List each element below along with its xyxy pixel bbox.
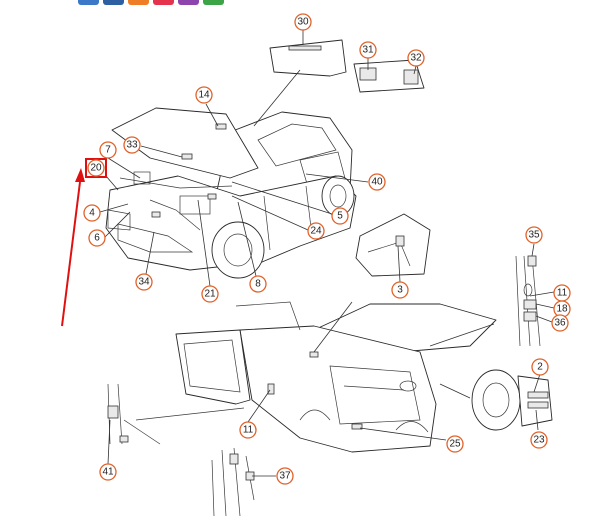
svg-text:33: 33 xyxy=(126,140,138,151)
svg-text:18: 18 xyxy=(556,304,568,315)
callout-34[interactable]: 34 xyxy=(135,273,153,291)
rear-car-drawing xyxy=(175,301,497,453)
callout-20[interactable]: 20 xyxy=(87,159,105,177)
callout-8[interactable]: 8 xyxy=(249,275,267,293)
svg-text:34: 34 xyxy=(138,277,150,288)
toolbar-swatch-red[interactable] xyxy=(153,0,174,5)
callout-30[interactable]: 30 xyxy=(294,13,312,31)
callout-32[interactable]: 32 xyxy=(407,49,425,67)
callout-5[interactable]: 5 xyxy=(331,207,349,225)
callout-14[interactable]: 14 xyxy=(195,86,213,104)
leader-lines xyxy=(99,30,555,477)
svg-text:14: 14 xyxy=(198,90,210,101)
svg-text:21: 21 xyxy=(204,289,216,300)
svg-text:37: 37 xyxy=(279,471,291,482)
lower-left-pillar-drawing xyxy=(107,383,245,445)
highlighted-callout-box xyxy=(85,158,107,178)
svg-text:35: 35 xyxy=(528,230,540,241)
svg-text:25: 25 xyxy=(449,439,461,450)
svg-text:2: 2 xyxy=(537,362,543,373)
callout-41[interactable]: 41 xyxy=(99,463,117,481)
svg-text:6: 6 xyxy=(94,233,100,244)
svg-text:30: 30 xyxy=(297,17,309,28)
door-pillar-drawing xyxy=(515,255,541,347)
callouts: 30 31 32 14 7 33 20 40 4 5 6 24 34 8 21 xyxy=(83,13,571,485)
callout-6[interactable]: 6 xyxy=(88,229,106,247)
callout-23[interactable]: 23 xyxy=(530,431,548,449)
main-car-drawing xyxy=(105,107,357,279)
toolbar-swatch-darkblue[interactable] xyxy=(103,0,124,5)
svg-text:3: 3 xyxy=(397,285,403,296)
svg-text:4: 4 xyxy=(89,208,95,219)
toolbar-swatch-blue[interactable] xyxy=(78,0,99,5)
svg-text:20: 20 xyxy=(90,163,102,174)
callout-21[interactable]: 21 xyxy=(201,285,219,303)
toolbar-swatch-green[interactable] xyxy=(203,0,224,5)
svg-text:24: 24 xyxy=(310,226,322,237)
callout-33[interactable]: 33 xyxy=(123,136,141,154)
svg-text:31: 31 xyxy=(362,45,374,56)
svg-text:5: 5 xyxy=(337,211,343,222)
callout-25[interactable]: 25 xyxy=(446,435,464,453)
callout-31[interactable]: 31 xyxy=(359,41,377,59)
svg-text:32: 32 xyxy=(410,53,422,64)
bottom-door-drawing xyxy=(211,447,255,516)
svg-text:11: 11 xyxy=(243,425,254,436)
toolbar-color-strip xyxy=(78,0,224,5)
callout-11[interactable]: 11 xyxy=(239,421,257,439)
callout-2[interactable]: 2 xyxy=(531,358,549,376)
svg-text:41: 41 xyxy=(102,467,114,478)
callout-37[interactable]: 37 xyxy=(276,467,294,485)
callout-35[interactable]: 35 xyxy=(525,226,543,244)
sun-visor-drawing xyxy=(269,39,347,77)
callout-24[interactable]: 24 xyxy=(307,222,325,240)
svg-text:8: 8 xyxy=(255,279,261,290)
callout-7[interactable]: 7 xyxy=(99,141,117,159)
svg-text:7: 7 xyxy=(105,145,111,156)
callout-4[interactable]: 4 xyxy=(83,204,101,222)
callout-40[interactable]: 40 xyxy=(368,173,386,191)
pillar-detail-drawing xyxy=(355,213,431,277)
fuel-flap-drawing xyxy=(471,369,553,431)
red-pointer-arrow xyxy=(61,168,85,327)
callout-11-right[interactable]: 11 xyxy=(553,284,571,302)
svg-text:40: 40 xyxy=(371,177,383,188)
svg-text:11: 11 xyxy=(557,288,568,299)
svg-text:23: 23 xyxy=(533,435,545,446)
svg-text:36: 36 xyxy=(554,318,566,329)
callout-36[interactable]: 36 xyxy=(551,314,569,332)
toolbar-swatch-orange[interactable] xyxy=(128,0,149,5)
toolbar-swatch-purple[interactable] xyxy=(178,0,199,5)
callout-3[interactable]: 3 xyxy=(391,281,409,299)
